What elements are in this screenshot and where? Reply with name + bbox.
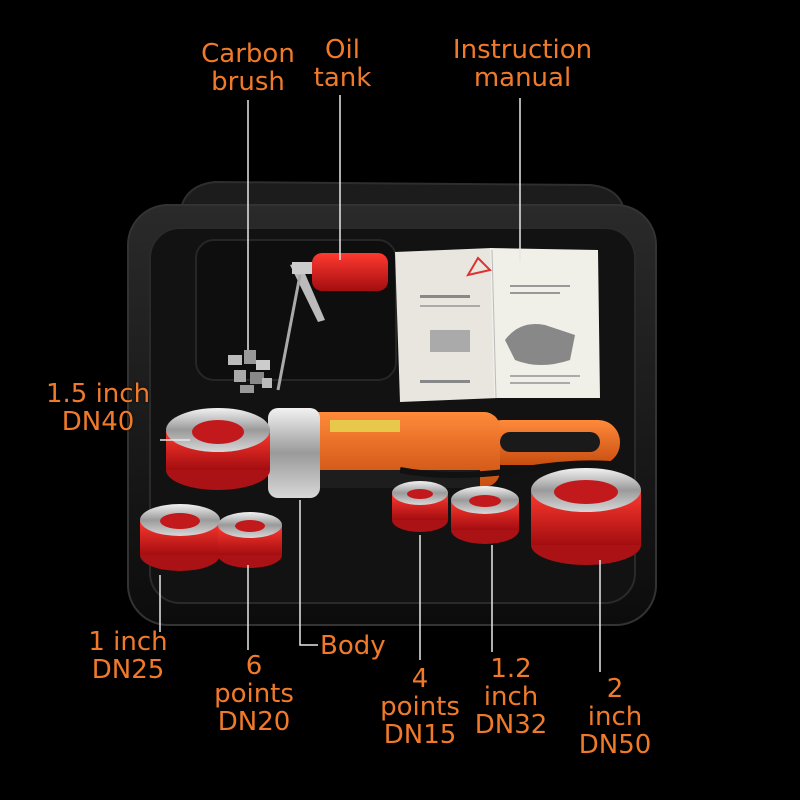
power-cord (399, 460, 621, 478)
label-dn15: 4 points DN15 (380, 664, 460, 750)
label-dn25: 1 inch DN25 (88, 627, 168, 685)
die-head-dn15 (392, 481, 448, 532)
label-dn20: 6 points DN20 (214, 651, 294, 737)
tool-head (268, 408, 320, 498)
oil-tank-nozzle (292, 262, 312, 274)
label-oil-tank: Oil tank (313, 35, 372, 93)
label-instruction-manual: Instruction manual (452, 35, 593, 93)
label-dn32: 1.2 inch DN32 (474, 654, 548, 740)
tool-label-plate (330, 420, 400, 432)
oil-tank (276, 253, 388, 391)
die-head-dn32 (451, 486, 519, 544)
leader-lines (159, 95, 601, 672)
die-head-dn40 (166, 408, 270, 490)
label-dn50: 2 inch DN50 (578, 674, 652, 760)
threader-tool-body (268, 408, 621, 498)
instruction-manual (395, 248, 600, 402)
label-dn40: 1.5 inch DN40 (45, 379, 151, 437)
carbon-brush-pile (228, 350, 272, 393)
label-body: Body (320, 631, 386, 661)
die-head-dn20 (218, 512, 282, 568)
die-head-dn25 (140, 504, 220, 571)
tool-handle-slot (500, 432, 600, 452)
oil-tank-cylinder (312, 253, 388, 291)
label-carbon-brush: Carbon brush (201, 39, 295, 97)
die-head-dn50 (531, 468, 641, 565)
